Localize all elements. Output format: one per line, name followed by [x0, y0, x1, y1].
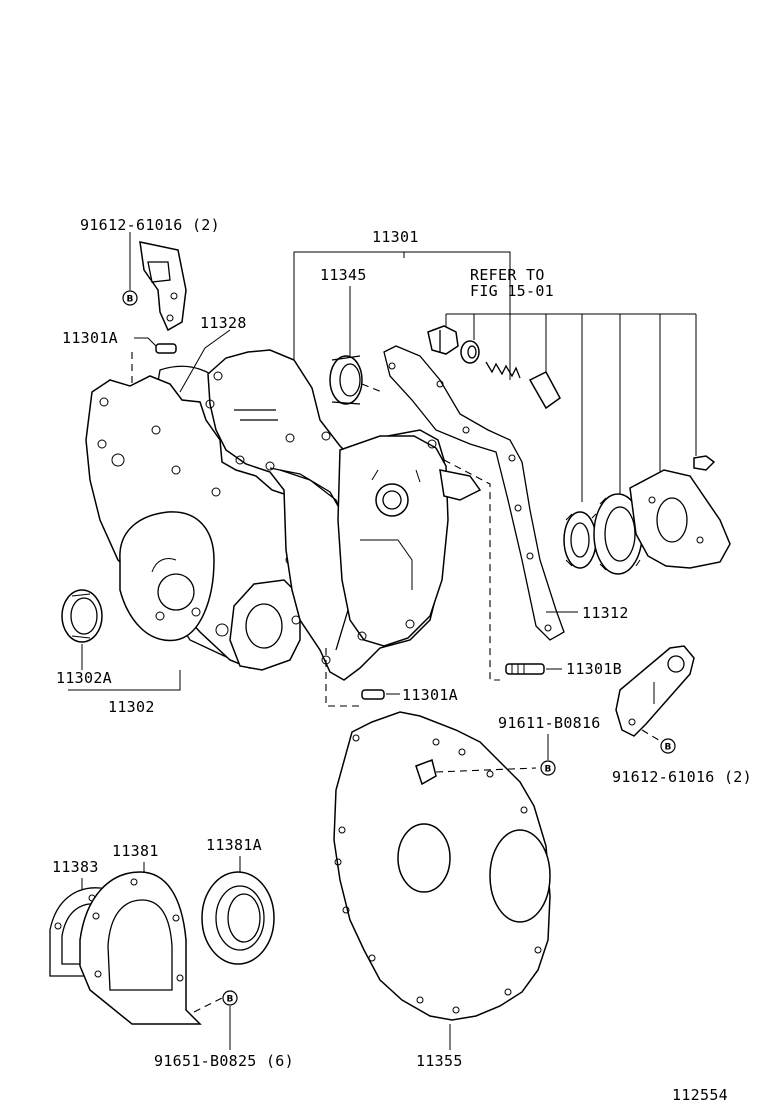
front-cover-11302: [85, 375, 301, 671]
top-bracket: [129, 232, 187, 332]
right-bracket: [615, 645, 695, 737]
label-fig-ref: FIG 15-01: [470, 282, 554, 300]
label-11328: 11328: [200, 314, 247, 332]
bolt-b-circle-icon: B: [540, 760, 556, 776]
retainer-11381: [79, 871, 202, 1025]
svg-text:B: B: [227, 995, 234, 1005]
gear-ring: [593, 493, 643, 575]
figure-number: 112554: [672, 1086, 728, 1104]
label-11381: 11381: [112, 842, 159, 860]
label-11383: 11383: [52, 858, 99, 876]
label-refer-to: REFER TO: [470, 266, 545, 284]
oil-seal-11302a: [61, 589, 103, 643]
small-bolt: [693, 455, 716, 471]
spring: [485, 361, 521, 379]
label-11302: 11302: [108, 698, 155, 716]
bolt-b-circle-icon: B: [660, 738, 676, 754]
bolt-b-circle-icon: B: [122, 290, 138, 306]
svg-text:B: B: [665, 743, 672, 753]
label-11302a: 11302A: [56, 669, 112, 687]
label-91612-right: 91612-61016 (2): [612, 768, 752, 786]
label-11345: 11345: [320, 266, 367, 284]
label-11355: 11355: [416, 1052, 463, 1070]
label-11301: 11301: [372, 228, 419, 246]
svg-text:B: B: [127, 295, 134, 305]
svg-text:B: B: [545, 765, 552, 775]
stud-11301b: [505, 663, 545, 675]
bolt-plug: [427, 325, 459, 355]
label-91611: 91611-B0816: [498, 714, 601, 732]
dowel-pin-bottom: [361, 689, 385, 700]
plunger: [528, 371, 561, 410]
label-11381a: 11381A: [206, 836, 262, 854]
retainer-plate: [629, 469, 731, 569]
end-plate-11355: [333, 711, 551, 1021]
label-91612-top: 91612-61016 (2): [80, 216, 220, 234]
oil-seal-11381a: [201, 871, 275, 965]
label-11301a-bottom: 11301A: [402, 686, 458, 704]
bolt-b-circle-icon: B: [222, 990, 238, 1006]
washer-ring: [460, 340, 480, 364]
gasket-11312: [383, 345, 565, 641]
dowel-pin-top: [155, 343, 177, 354]
label-91651: 91651-B0825 (6): [154, 1052, 294, 1070]
label-11301b: 11301B: [566, 660, 622, 678]
main-case-11301: [205, 349, 482, 681]
bearing-11345: [329, 355, 363, 405]
gear-splined: [563, 511, 597, 569]
label-11312: 11312: [582, 604, 629, 622]
label-11301a-top: 11301A: [62, 329, 118, 347]
